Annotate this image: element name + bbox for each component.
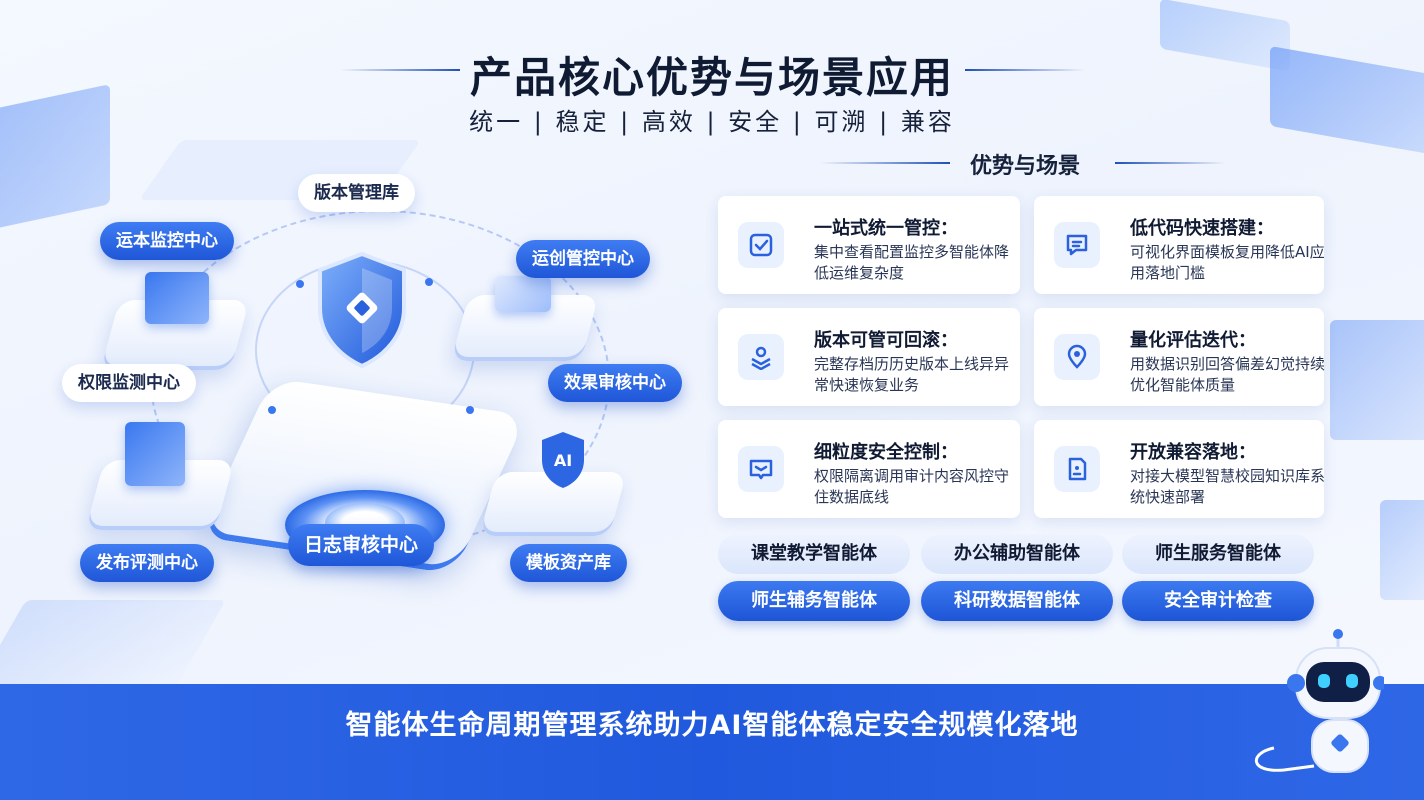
section-label: 优势与场景 <box>970 154 1081 179</box>
advantage-card[interactable]: 低代码快速搭建： 可视化界面模板复用降低AI应用落地门槛 <box>1034 196 1325 294</box>
checklist-icon <box>738 222 784 268</box>
building-icon <box>125 422 185 486</box>
scenario-tag[interactable]: 科研数据智能体 <box>921 581 1113 621</box>
advantage-card[interactable]: 量化评估迭代： 用数据识别回答偏差幻觉持续优化智能体质量 <box>1034 308 1326 406</box>
node-effect-review-center[interactable]: 效果审核中心 <box>548 364 682 402</box>
card-title: 细粒度安全控制： <box>814 442 958 463</box>
advantage-card[interactable]: 一站式统一管控： 集中查看配置监控多智能体降低运维复杂度 <box>718 196 1020 294</box>
shield-icon <box>318 251 406 369</box>
scenario-tag[interactable]: 课堂教学智能体 <box>718 534 910 574</box>
page-subtitle: 统一 | 稳定 | 高效 | 安全 | 可溯 | 兼容 <box>469 108 955 136</box>
node-template-asset-library[interactable]: 模板资产库 <box>510 544 627 582</box>
scenario-tag[interactable]: 师生服务智能体 <box>1122 534 1314 574</box>
title-divider-left <box>340 69 460 71</box>
card-title: 量化评估迭代： <box>1130 330 1256 351</box>
card-title: 版本可管可回滚： <box>814 330 958 351</box>
connector-dot <box>268 406 276 414</box>
footer-banner <box>0 684 1424 800</box>
location-stack-icon <box>738 334 784 380</box>
node-release-eval-center[interactable]: 发布评测中心 <box>80 544 214 582</box>
node-version-library[interactable]: 版本管理库 <box>298 174 415 212</box>
footer-slogan: 智能体生命周期管理系统助力AI智能体稳定安全规模化落地 <box>345 710 1079 741</box>
architecture-diagram: AI 版本管理库 运本监控中心 运创管控中心 权限监测中心 效果审核中心 日志审… <box>0 160 720 600</box>
card-title: 低代码快速搭建： <box>1130 218 1274 239</box>
server-stack-icon <box>145 272 209 324</box>
section-divider-left <box>820 162 950 164</box>
connector-dot <box>425 278 433 286</box>
database-icon <box>495 276 551 312</box>
ai-shield-icon: AI <box>542 432 584 488</box>
ai-badge-label: AI <box>554 451 572 470</box>
card-description: 用数据识别回答偏差幻觉持续优化智能体质量 <box>1130 355 1326 394</box>
card-description: 集中查看配置监控多智能体降低运维复杂度 <box>814 243 1010 282</box>
card-description: 可视化界面模板复用降低AI应用落地门槛 <box>1130 243 1325 282</box>
connector-dot <box>296 280 304 288</box>
node-ops-monitor-center[interactable]: 运本监控中心 <box>100 222 234 260</box>
card-title: 开放兼容落地： <box>1130 442 1256 463</box>
node-control-center[interactable]: 运创管控中心 <box>516 240 650 278</box>
page-title: 产品核心优势与场景应用 <box>469 53 954 102</box>
section-divider-right <box>1115 162 1225 164</box>
background-plane <box>0 600 226 690</box>
id-card-icon <box>1054 446 1100 492</box>
card-title: 一站式统一管控： <box>814 218 958 239</box>
connector-dot <box>466 406 474 414</box>
card-description: 权限隔离调用审计内容风控守住数据底线 <box>814 467 1010 506</box>
scenario-tag[interactable]: 办公辅助智能体 <box>921 534 1113 574</box>
advantage-card[interactable]: 开放兼容落地： 对接大模型智慧校园知识库系统快速部署 <box>1034 420 1326 518</box>
card-description: 完整存档历历史版本上线异异常快速恢复业务 <box>814 355 1010 394</box>
document-lines-icon <box>1054 222 1100 268</box>
background-cube <box>1330 320 1424 440</box>
advantage-card[interactable]: 细粒度安全控制： 权限隔离调用审计内容风控守住数据底线 <box>718 420 1020 518</box>
scenario-tag[interactable]: 师生辅务智能体 <box>718 581 910 621</box>
title-divider-right <box>965 69 1085 71</box>
card-description: 对接大模型智慧校园知识库系统快速部署 <box>1130 467 1326 506</box>
node-permission-monitor-center[interactable]: 权限监测中心 <box>62 364 196 402</box>
scenario-tag[interactable]: 安全审计检查 <box>1122 581 1314 621</box>
advantage-card[interactable]: 版本可管可回滚： 完整存档历历史版本上线异异常快速恢复业务 <box>718 308 1020 406</box>
node-log-review-center[interactable]: 日志审核中心 <box>288 524 435 566</box>
map-pin-icon <box>1054 334 1100 380</box>
robot-mascot-icon <box>1254 629 1384 773</box>
background-cube <box>1380 500 1424 600</box>
shield-message-icon <box>738 446 784 492</box>
